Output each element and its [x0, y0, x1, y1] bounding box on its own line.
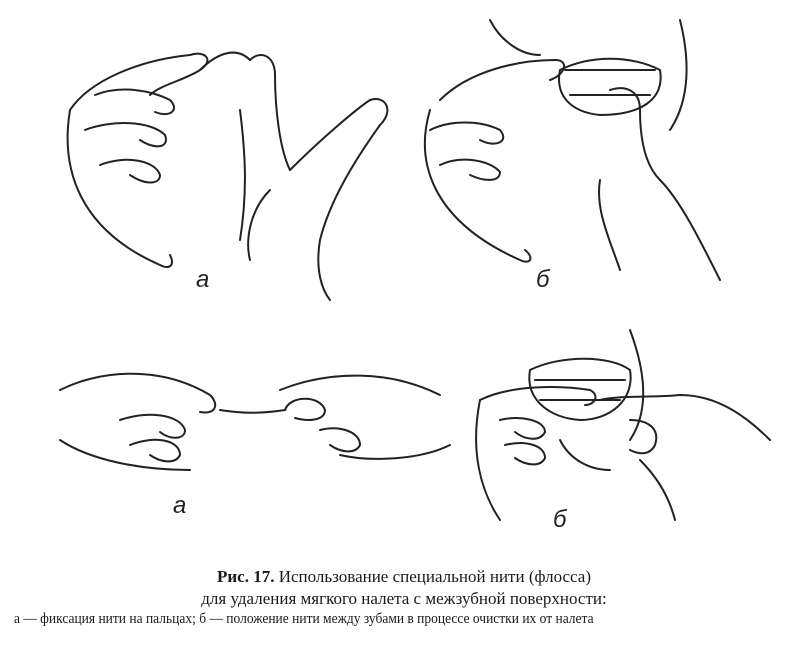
caption-title: Использование специальной нити (флосса)	[274, 567, 592, 586]
panel-label-b-bottom: б	[553, 506, 567, 533]
panel-top-left-hands	[66, 51, 389, 301]
caption-line-1: Рис. 17. Использование специальной нити …	[0, 567, 808, 587]
panel-bottom-right-mouth	[475, 329, 771, 521]
panel-label-a-top: а	[196, 266, 210, 293]
panel-top-right-mouth	[423, 19, 721, 281]
panel-label-b-top: б	[536, 266, 550, 293]
panel-label-a-bottom: а	[173, 492, 187, 519]
caption-line-2: для удаления мягкого налета с межзубной …	[201, 589, 607, 608]
panel-bottom-left-hands	[59, 372, 451, 471]
caption-line-3: а — фиксация нити на пальцах; б — положе…	[13, 611, 594, 627]
flossing-illustration	[59, 19, 771, 521]
caption-figure-number: Рис. 17.	[216, 567, 275, 586]
